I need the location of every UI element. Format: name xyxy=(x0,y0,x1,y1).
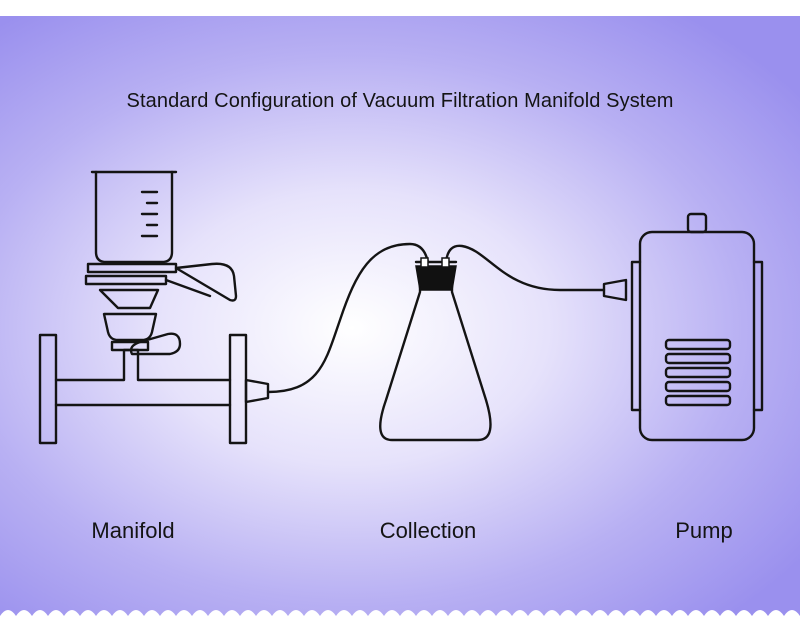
pump-label: Pump xyxy=(675,518,733,543)
scalloped-edge xyxy=(0,610,800,633)
graduation-marks xyxy=(140,190,159,238)
vacuum-pump xyxy=(630,212,764,442)
diagram-background xyxy=(0,16,800,616)
manifold-label: Manifold xyxy=(91,518,175,543)
filter-funnel xyxy=(90,170,178,264)
collection-label: Collection xyxy=(379,518,477,543)
flask-stopper xyxy=(415,265,457,291)
filter-clamp xyxy=(84,262,238,356)
diagram-title: Standard Configuration of Vacuum Filtrat… xyxy=(126,90,674,112)
vacuum-tube-manifold xyxy=(266,242,430,394)
vacuum-tube-pump xyxy=(444,244,606,292)
manifold-body xyxy=(38,333,270,445)
